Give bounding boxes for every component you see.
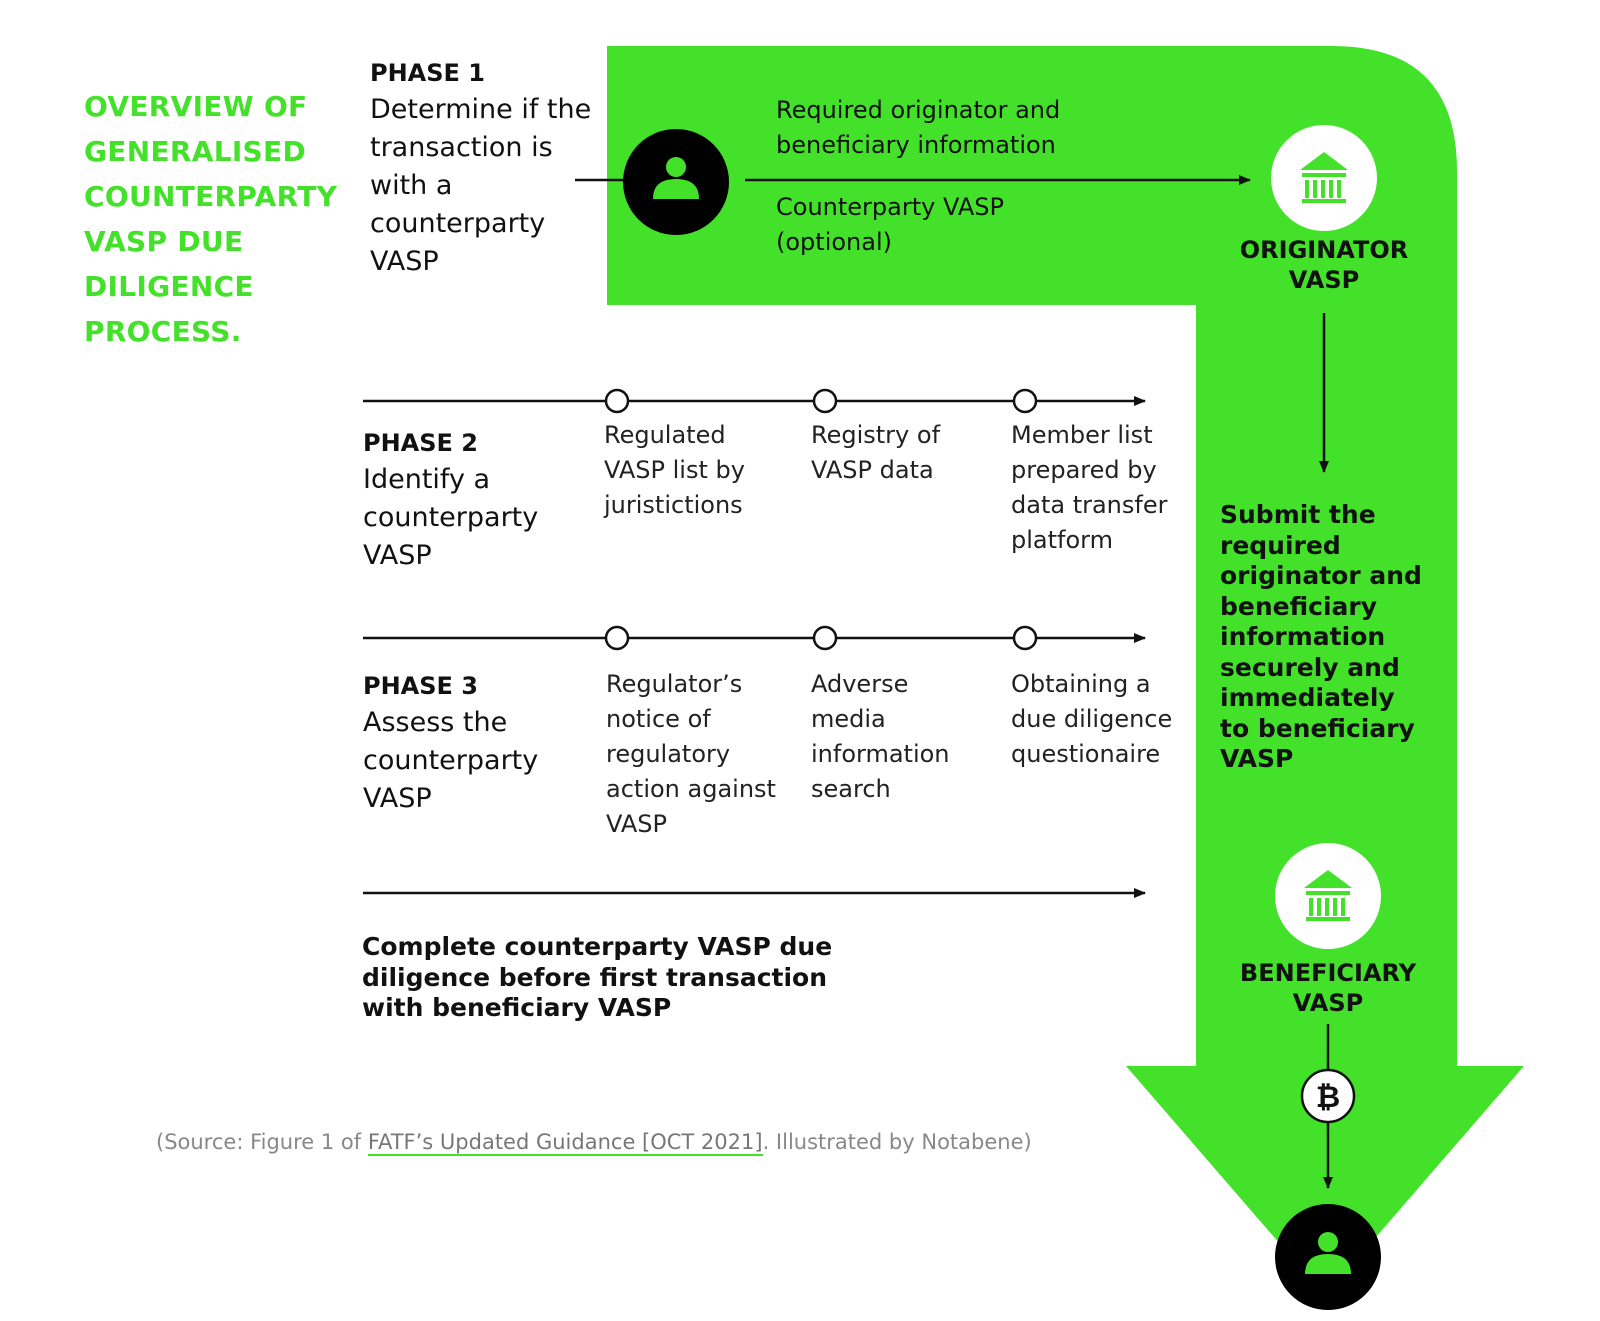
phase3-node-3: [1012, 625, 1038, 651]
person-icon: [1275, 1204, 1381, 1310]
green-process-band: [607, 46, 1524, 1296]
bank-icon: [1275, 843, 1381, 949]
phase3-node-2: [812, 625, 838, 651]
phase3-item-2: Adverse media information search: [811, 670, 950, 803]
phase2-node-2: [812, 388, 838, 414]
svg-text:₿: ₿: [1316, 1080, 1340, 1115]
phase3-text: Assess the counterparty VASP: [363, 707, 539, 814]
phase2-item-3: Member list prepared by data transfer pl…: [1011, 421, 1168, 554]
phase3-item-1: Regulator’s notice of regulatory action …: [606, 670, 776, 838]
completion-note: Complete counterparty VASP due diligence…: [362, 932, 833, 1022]
phase2-item-1: Regulated VASP list by juristictions: [604, 421, 745, 519]
phase2-item-2: Registry of VASP data: [811, 421, 941, 484]
diagram-title: OVERVIEW OF GENERALISED COUNTERPARTY VAS…: [84, 90, 338, 348]
bank-icon: [1271, 125, 1377, 231]
originator-vasp-label: ORIGINATOR VASP: [1239, 236, 1409, 294]
phase3-item-3: Obtaining a due diligence questionaire: [1011, 670, 1173, 768]
phase2-node-3: [1012, 388, 1038, 414]
source-suffix: . Illustrated by Notabene): [762, 1130, 1032, 1154]
beneficiary-vasp-label: BENEFICIARY VASP: [1239, 959, 1417, 1017]
phase1-label: PHASE 1: [370, 59, 485, 87]
source-link[interactable]: FATF’s Updated Guidance [OCT 2021]: [367, 1130, 763, 1156]
bitcoin-icon: ₿: [1300, 1068, 1356, 1124]
source-caption: (Source: Figure 1 of FATF’s Updated Guid…: [156, 1130, 1032, 1156]
phase3-label: PHASE 3: [363, 672, 478, 700]
submit-instruction: Submit the required originator and benef…: [1220, 500, 1422, 773]
person-icon: [623, 129, 729, 235]
phase2-label: PHASE 2: [363, 429, 478, 457]
phase1-arrow-top-label: Required originator and beneficiary info…: [776, 96, 1061, 159]
phase1-text: Determine if the transaction is with a c…: [370, 94, 592, 277]
phase2-node-1: [604, 388, 630, 414]
source-prefix: (Source: Figure 1 of: [156, 1130, 368, 1154]
phase1-arrow-bottom-label: Counterparty VASP (optional): [776, 193, 1004, 256]
phase2-text: Identify a counterparty VASP: [363, 464, 539, 571]
phase3-node-1: [604, 625, 630, 651]
